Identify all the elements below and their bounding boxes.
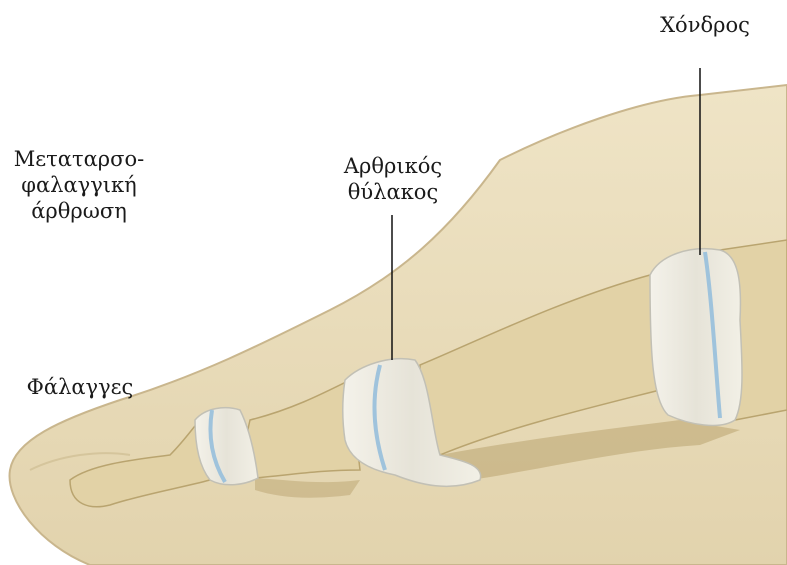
phalanges-label-text: Φάλαγγες — [27, 375, 134, 399]
joint-capsule-label: Αρθρικός θύλακος — [318, 153, 468, 205]
phalanges-label: Φάλαγγες — [10, 374, 150, 400]
cartilage-label-text: Χόνδρος — [660, 13, 750, 37]
joint-capsule-label-line1: Αρθρικός — [318, 153, 468, 179]
mtp-joint-label-line2: φαλαγγική — [4, 172, 154, 198]
mtp-joint-capsule — [650, 249, 742, 426]
mtp-joint-label: Μεταταρσο- φαλαγγική άρθρωση — [4, 146, 154, 224]
mtp-joint-label-line3: άρθρωση — [4, 198, 154, 224]
mtp-joint-label-line1: Μεταταρσο- — [4, 146, 154, 172]
cartilage-label: Χόνδρος — [630, 12, 780, 38]
joint-capsule-label-line2: θύλακος — [318, 179, 468, 205]
